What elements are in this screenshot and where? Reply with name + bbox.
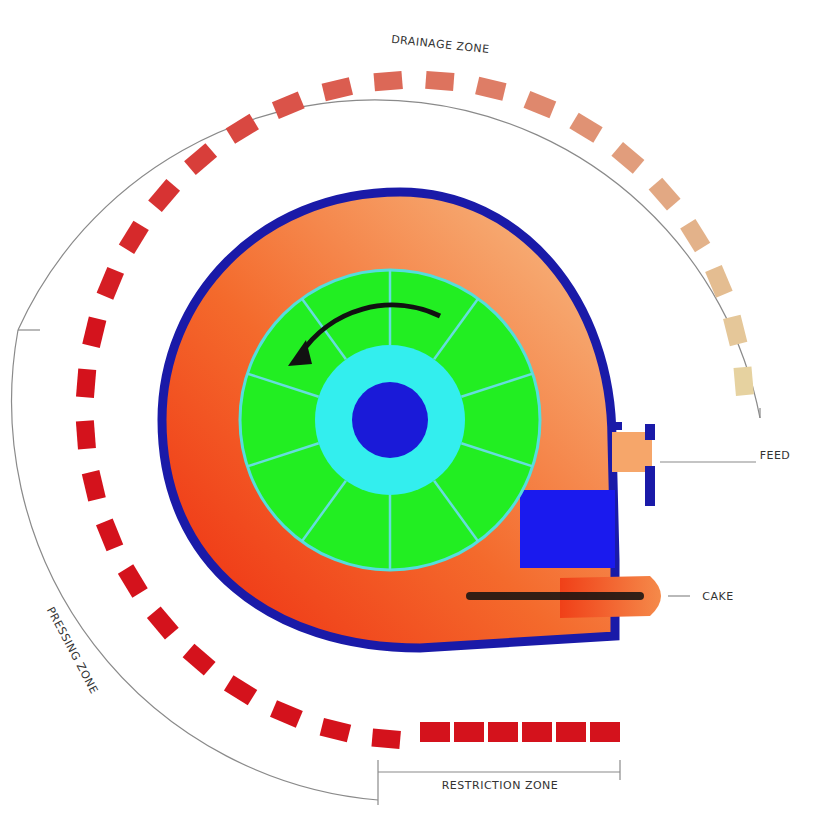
rotor-spoke [461, 374, 532, 397]
screen-segment [270, 700, 303, 727]
screen-segments [76, 71, 754, 749]
screen-segment [569, 113, 602, 143]
dimension-lines [12, 100, 790, 805]
screen-segment [82, 470, 106, 501]
rotor-hub [352, 382, 428, 458]
zone-label: RESTRICTION ZONE [438, 778, 563, 793]
port-label: FEED [756, 448, 795, 463]
screen-segment [272, 92, 305, 119]
screen-segment [425, 71, 454, 91]
screen-segment [320, 718, 352, 742]
screen-segment [420, 722, 450, 742]
screen-segment [183, 644, 216, 676]
screen-segment [96, 519, 123, 552]
zone-label: PRESSING ZONE [41, 600, 103, 699]
rotor-spoke [389, 495, 392, 570]
screen-segment [454, 722, 484, 742]
port-label: CAKE [698, 589, 737, 604]
rotor-spokes [247, 270, 532, 570]
screen-segment [705, 265, 732, 298]
screen-segment [322, 77, 353, 101]
rotor-spoke [434, 299, 478, 360]
screen-segment [97, 267, 124, 300]
rotor-disk [240, 270, 540, 570]
rotor-spoke [247, 443, 318, 466]
rotation-arrow [300, 305, 440, 355]
rotor-spoke [247, 374, 318, 397]
screen-segment [488, 722, 518, 742]
rotor-spoke [461, 443, 532, 466]
screen-segment [611, 142, 644, 174]
screen-segment [118, 564, 148, 597]
screen-segment [374, 71, 403, 91]
screen-segment [590, 722, 620, 742]
screen-segment [119, 221, 149, 254]
screen-segment [184, 143, 217, 175]
zone-label: DRAINAGE ZONE [386, 31, 494, 57]
screen-segment [224, 675, 257, 705]
screen-segment [723, 315, 747, 347]
screen-segment [524, 91, 557, 118]
screen-segment [226, 114, 259, 144]
screen-segment [680, 219, 710, 252]
screen-segment [76, 420, 96, 449]
volute-housing [162, 192, 615, 648]
rotor-spoke [389, 270, 392, 345]
housing-block [520, 490, 615, 568]
screen-segment [76, 369, 96, 398]
rotor-ring [315, 345, 465, 495]
screen-segment [734, 366, 754, 395]
screen-segment [475, 77, 506, 101]
screen-segment [148, 179, 180, 212]
rotor-spoke [434, 481, 478, 542]
screen-segment [371, 729, 400, 749]
rotor-spoke [302, 481, 346, 542]
screen-segment [649, 178, 681, 211]
screen-segment [522, 722, 552, 742]
screen-segment [82, 317, 106, 348]
screen-segment [556, 722, 586, 742]
screen-segment [147, 606, 179, 639]
